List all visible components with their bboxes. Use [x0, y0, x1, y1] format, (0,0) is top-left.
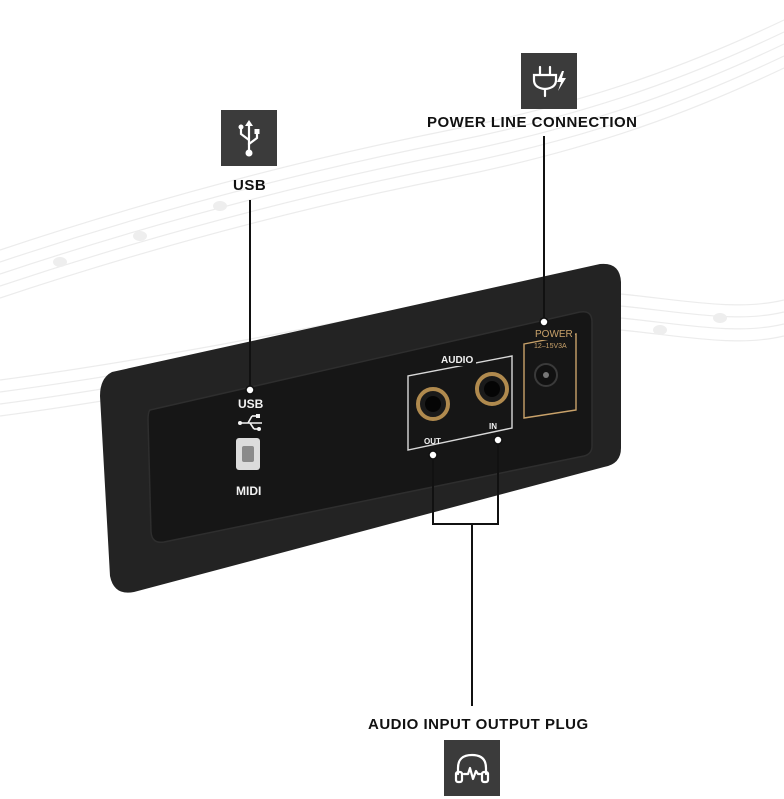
headphones-icon [454, 753, 490, 784]
panel-usb-label: USB [238, 397, 264, 411]
usb-callout-label: USB [233, 177, 267, 194]
power-callout-label: POWER LINE CONNECTION [427, 114, 638, 131]
panel-audio-label: AUDIO [438, 355, 477, 366]
power-plug-icon [532, 65, 566, 98]
panel-power-label: POWER [533, 329, 575, 340]
panel-midi-label: MIDI [236, 484, 262, 498]
panel-out-label: OUT [424, 437, 441, 446]
panel-in-label: IN [489, 422, 497, 431]
panel-power-rating: 12–15V3A [534, 343, 567, 350]
audio-in-jack [475, 372, 509, 406]
audio-callout-label: AUDIO INPUT OUTPUT PLUG [368, 716, 589, 733]
usb-icon-box [221, 110, 277, 166]
power-icon-box [521, 53, 577, 109]
power-dc-jack [534, 363, 558, 387]
audio-icon-box [444, 740, 500, 796]
usb-icon [238, 120, 260, 157]
audio-out-jack [416, 387, 450, 421]
